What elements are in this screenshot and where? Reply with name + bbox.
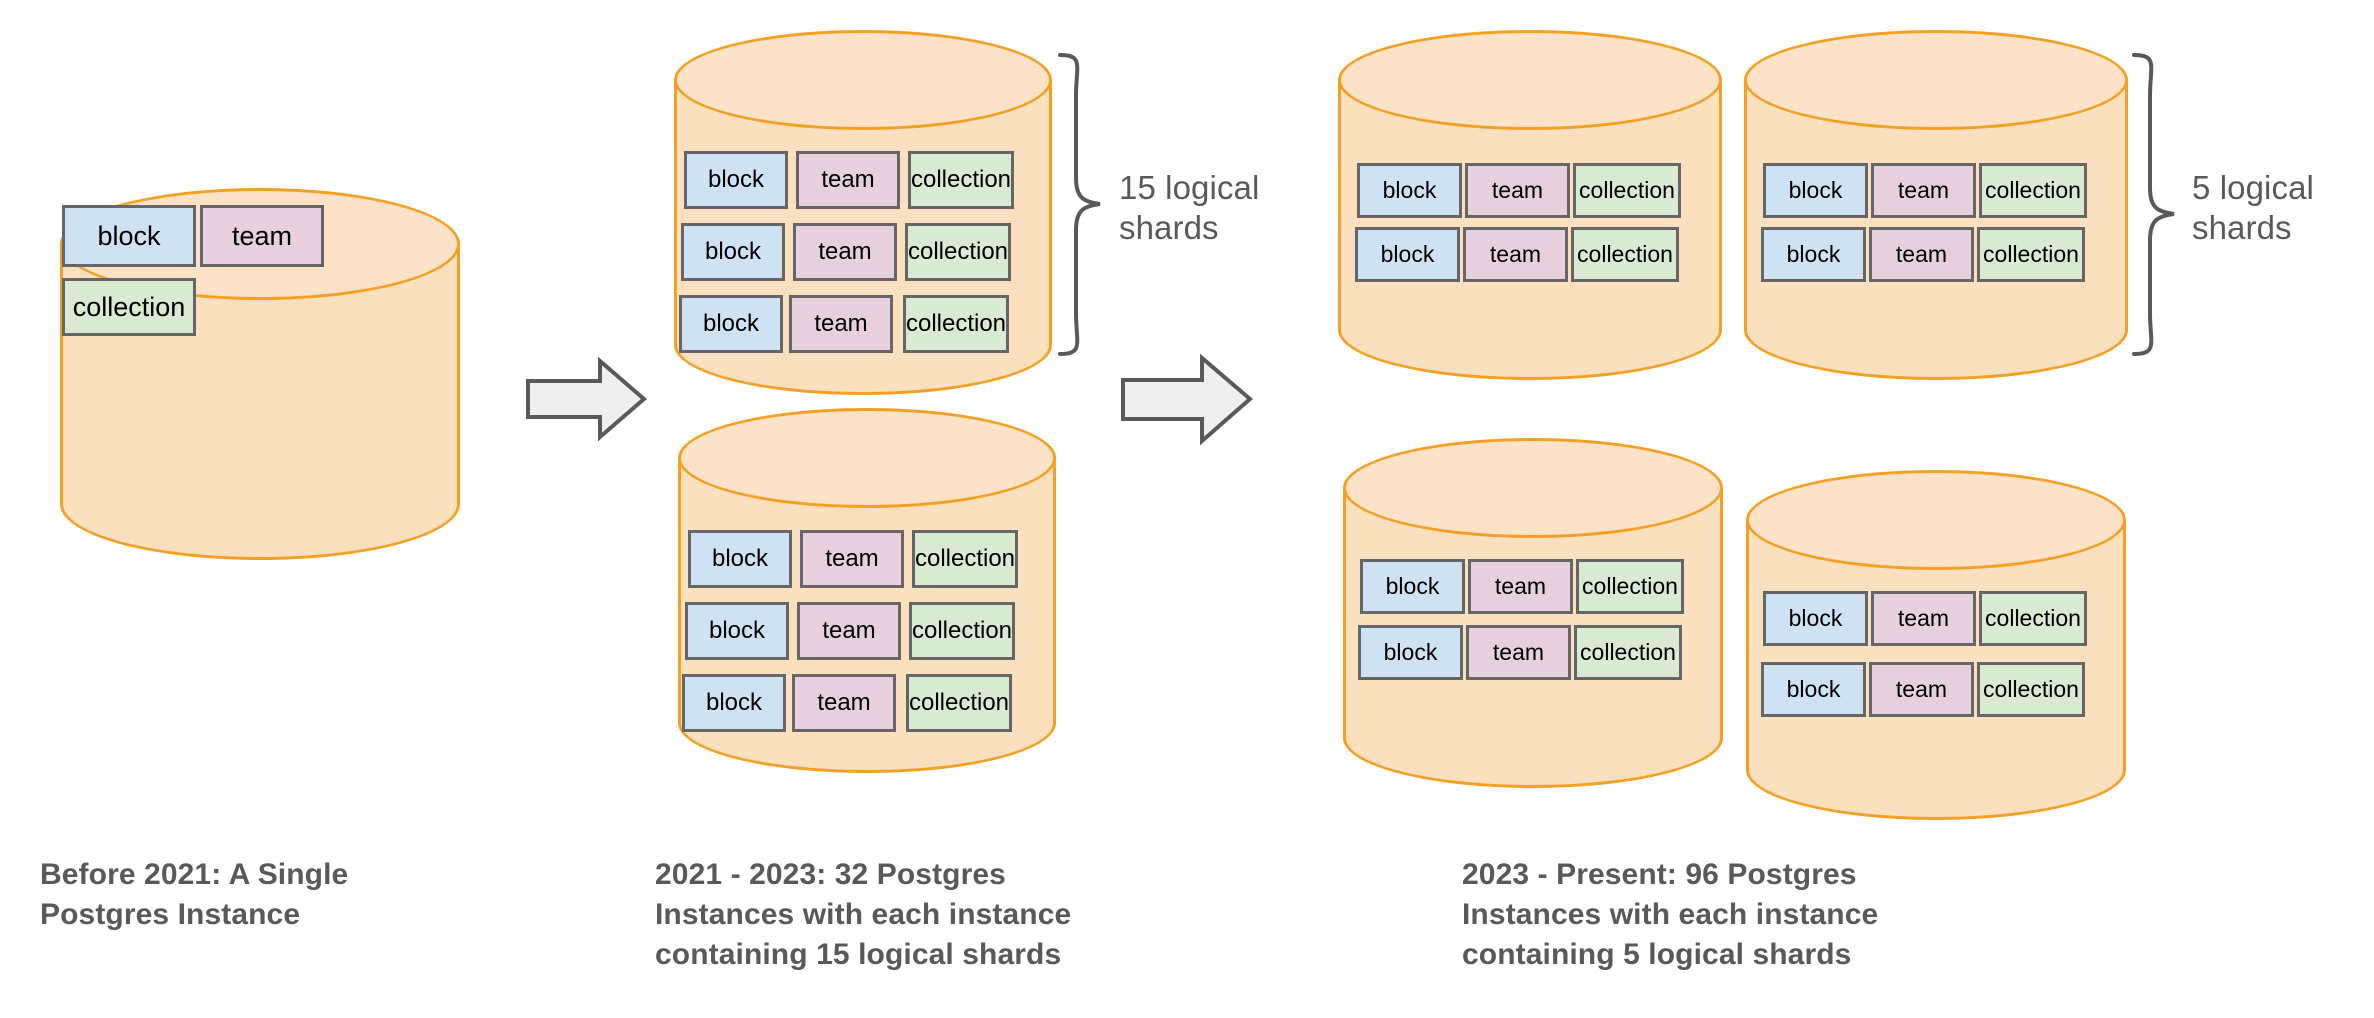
brace-label-line-2: shards bbox=[2192, 209, 2292, 247]
shard-block: block bbox=[1360, 559, 1465, 614]
shard-team: team bbox=[200, 205, 324, 267]
shard-collection: collection bbox=[1573, 163, 1681, 218]
caption-line-2: Instances with each instance bbox=[655, 897, 1072, 931]
shard-block: block bbox=[684, 151, 788, 209]
shard-team: team bbox=[1465, 163, 1570, 218]
shard-team: team bbox=[1871, 591, 1976, 646]
shard-team: team bbox=[789, 295, 893, 353]
shard-team: team bbox=[792, 674, 896, 732]
brace-label-line-1: 15 logical bbox=[1119, 169, 1260, 206]
cylinder-top-ellipse bbox=[1746, 470, 2126, 570]
stage3-brace bbox=[2120, 52, 2182, 357]
stage1-caption: Before 2021: A Single Postgres Instance bbox=[40, 855, 460, 935]
curly-brace-icon bbox=[1058, 53, 1101, 356]
cylinder-top-ellipse bbox=[1744, 30, 2128, 130]
shard-block: block bbox=[1761, 662, 1866, 717]
shard-block: block bbox=[1761, 227, 1866, 282]
shard-block: block bbox=[685, 602, 789, 660]
stage3-brace-label: 5 logical shards bbox=[2192, 168, 2372, 249]
shard-collection: collection bbox=[1977, 662, 2085, 717]
stage2-brace bbox=[1046, 52, 1108, 357]
shard-block: block bbox=[681, 223, 785, 281]
shard-collection: collection bbox=[903, 295, 1009, 353]
cylinder-top-ellipse bbox=[1338, 30, 1722, 130]
shard-collection: collection bbox=[909, 602, 1015, 660]
shard-collection: collection bbox=[1576, 559, 1684, 614]
caption-line-1: 2021 - 2023: 32 Postgres bbox=[655, 858, 1006, 891]
shard-team: team bbox=[1871, 163, 1976, 218]
shard-block: block bbox=[1357, 163, 1462, 218]
shard-collection: collection bbox=[1977, 227, 2085, 282]
curly-brace-icon bbox=[2132, 53, 2175, 356]
shard-collection: collection bbox=[1571, 227, 1679, 282]
shard-block: block bbox=[1355, 227, 1460, 282]
shard-collection: collection bbox=[912, 530, 1018, 588]
caption-line-3: containing 5 logical shards bbox=[1462, 937, 1852, 971]
stage2-brace-label: 15 logical shards bbox=[1119, 168, 1319, 249]
shard-collection: collection bbox=[906, 674, 1012, 732]
shard-collection: collection bbox=[62, 278, 196, 336]
shard-collection: collection bbox=[1979, 591, 2087, 646]
stage-transition-arrow-2 bbox=[1119, 352, 1254, 447]
shard-collection: collection bbox=[1574, 625, 1682, 680]
stage3-caption: 2023 - Present: 96 Postgres Instances wi… bbox=[1462, 855, 2022, 975]
shard-block: block bbox=[679, 295, 783, 353]
caption-line-1: 2023 - Present: 96 Postgres bbox=[1462, 858, 1857, 891]
shard-team: team bbox=[1869, 227, 1974, 282]
stage-transition-arrow-1 bbox=[524, 355, 648, 443]
shard-team: team bbox=[1869, 662, 1974, 717]
shard-team: team bbox=[800, 530, 904, 588]
shard-block: block bbox=[62, 205, 196, 267]
shard-team: team bbox=[793, 223, 897, 281]
arrow-right-icon bbox=[526, 356, 648, 442]
brace-label-line-1: 5 logical bbox=[2192, 169, 2314, 206]
cylinder-top-ellipse bbox=[674, 30, 1052, 130]
cylinder-top-ellipse bbox=[1343, 438, 1723, 538]
brace-label-line-2: shards bbox=[1119, 209, 1219, 247]
shard-block: block bbox=[1763, 163, 1868, 218]
arrow-right-icon bbox=[1121, 353, 1254, 446]
shard-team: team bbox=[797, 602, 901, 660]
stage2-caption: 2021 - 2023: 32 Postgres Instances with … bbox=[655, 855, 1195, 975]
shard-collection: collection bbox=[905, 223, 1011, 281]
caption-line-2: Instances with each instance bbox=[1462, 897, 1879, 931]
caption-line-1: Before 2021: A Single bbox=[40, 858, 349, 891]
shard-block: block bbox=[688, 530, 792, 588]
caption-line-3: containing 15 logical shards bbox=[655, 937, 1062, 971]
shard-block: block bbox=[1763, 591, 1868, 646]
cylinder-top-ellipse bbox=[678, 408, 1056, 508]
shard-block: block bbox=[1358, 625, 1463, 680]
shard-collection: collection bbox=[908, 151, 1014, 209]
shard-team: team bbox=[1468, 559, 1573, 614]
caption-line-2: Postgres Instance bbox=[40, 897, 301, 931]
shard-team: team bbox=[1466, 625, 1571, 680]
stage3-cylinder-3 bbox=[1343, 438, 1723, 788]
shard-collection: collection bbox=[1979, 163, 2087, 218]
shard-block: block bbox=[682, 674, 786, 732]
shard-team: team bbox=[1463, 227, 1568, 282]
shard-team: team bbox=[796, 151, 900, 209]
